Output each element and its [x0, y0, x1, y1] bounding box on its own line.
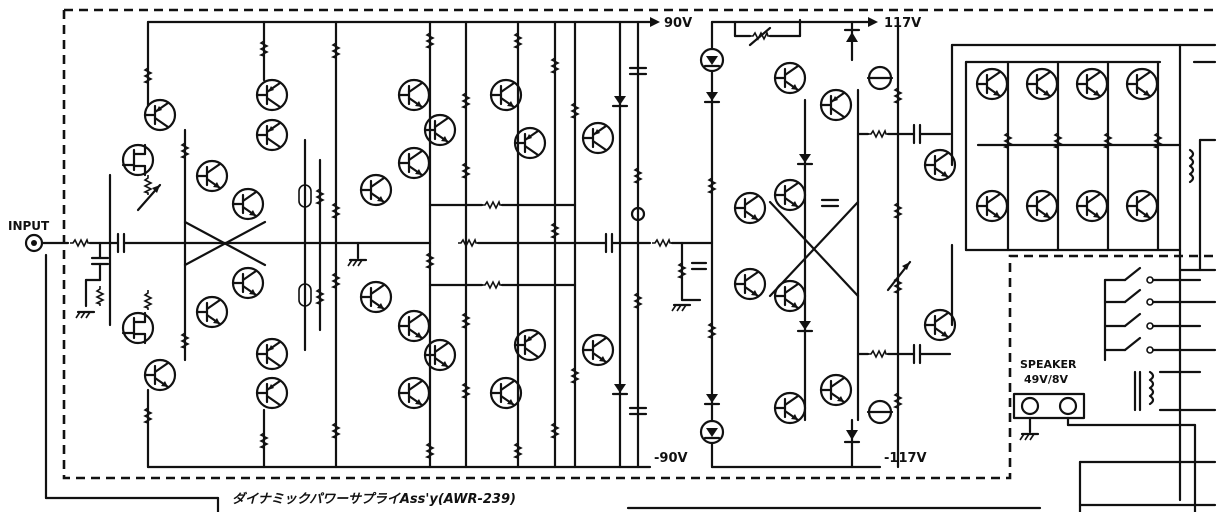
input-label: INPUT	[8, 219, 50, 233]
rail-positive-90v-label: 90V	[664, 16, 692, 31]
power-supply-caption: ダイナミックパワーサプライAss'y(AWR-239)	[232, 491, 516, 507]
speaker-relay-section	[1103, 266, 1217, 412]
input-differential-pair	[121, 20, 268, 469]
output-coupling-section	[581, 20, 714, 469]
rail-negative-90v-label: -90V	[654, 451, 688, 466]
amplifier-board-outline	[62, 8, 1215, 480]
rail-negative-117v-label: -117V	[884, 451, 927, 466]
rail-positive-117v-label: 117V	[884, 16, 921, 31]
power-transistor-bank	[950, 43, 1217, 502]
voltage-amplifier-stage	[255, 20, 368, 469]
driver-predriver-stage	[359, 20, 608, 469]
power-supply-wiring	[44, 253, 1217, 512]
input-stage	[24, 20, 432, 469]
speaker-terminal	[1012, 392, 1197, 512]
speaker-label: SPEAKER	[1020, 358, 1077, 371]
speaker-rating-label: 49V/8V	[1024, 373, 1068, 386]
output-stage	[699, 18, 957, 469]
